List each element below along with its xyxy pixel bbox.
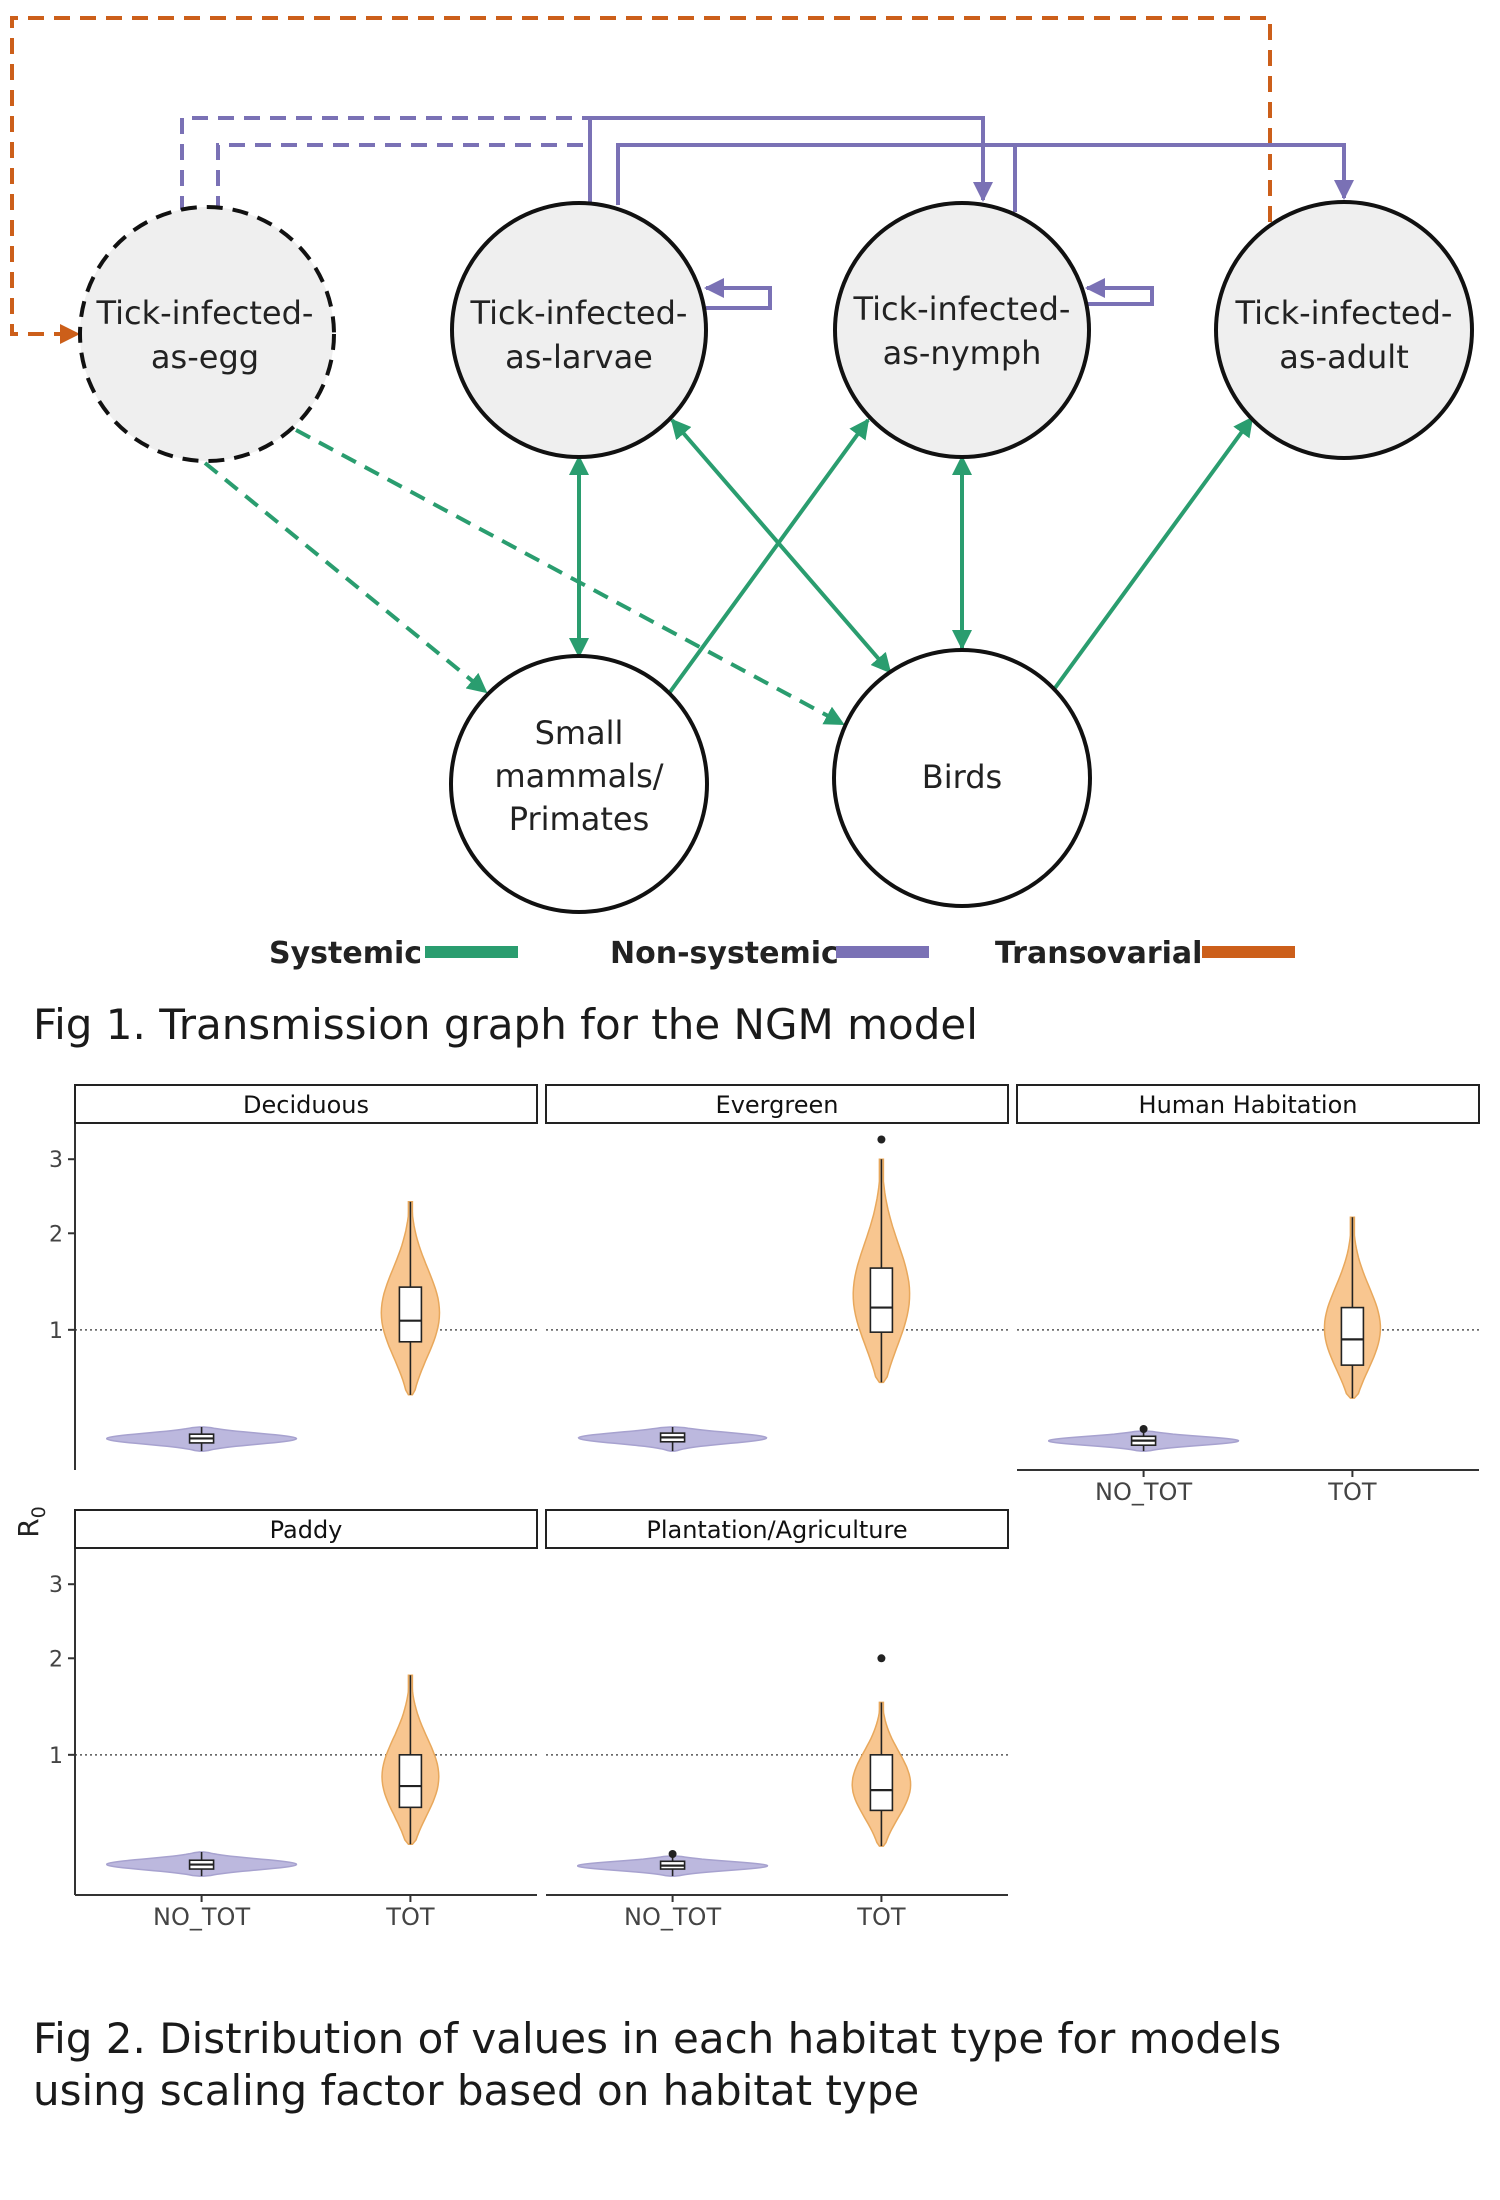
outlier-human-habitation-no-tot-0 bbox=[1139, 1424, 1148, 1433]
node-egg: Tick-infected- as-egg bbox=[78, 205, 336, 463]
node-adult: Tick-infected- as-adult bbox=[1214, 200, 1474, 460]
legend-transovarial-label: Transovarial bbox=[995, 936, 1202, 971]
outlier-plantation-agriculture-tot-0 bbox=[877, 1654, 886, 1663]
figure2-caption-line-1: Fig 2. Distribution of values in each ha… bbox=[33, 2014, 1282, 2063]
edge-nonsys-egg-top-b bbox=[216, 143, 590, 212]
habitat-violin-chart: Deciduous 1 2 3 Evergreen Human HabitationNO_… bbox=[49, 1084, 1480, 1931]
panel-evergreen: Evergreen bbox=[545, 1084, 1009, 1452]
y-tick-label-paddy-2: 2 bbox=[49, 1647, 63, 1672]
panel-title-evergreen: Evergreen bbox=[716, 1091, 839, 1119]
panel-title-paddy: Paddy bbox=[270, 1516, 343, 1544]
edge-sys-birds-to-adult bbox=[1053, 416, 1254, 690]
panel-header-plantation-agriculture bbox=[545, 1509, 1009, 1549]
node-birds-label: Birds bbox=[922, 758, 1002, 796]
panel-header-deciduous bbox=[74, 1084, 538, 1124]
node-larvae-label-1: Tick-infected- bbox=[470, 294, 688, 332]
edge-nonsys-larvae-to-adult bbox=[616, 143, 1354, 205]
node-mammals-label-1: Small bbox=[535, 714, 624, 752]
box-deciduous-tot bbox=[398, 1286, 423, 1343]
panel-title-plantation-agriculture: Plantation/Agriculture bbox=[646, 1516, 907, 1544]
y-tick-label-deciduous-3: 3 bbox=[49, 1148, 63, 1173]
edge-transovarial-adult-to-egg bbox=[10, 16, 1272, 344]
legend-transovarial-swatch bbox=[1202, 946, 1295, 958]
node-egg-label-1: Tick-infected- bbox=[96, 294, 314, 332]
panel-deciduous: Deciduous 1 2 3 bbox=[49, 1084, 538, 1470]
box-human-habitation-tot bbox=[1340, 1306, 1365, 1366]
node-adult-label-2: as-adult bbox=[1279, 338, 1408, 376]
edge-nonsys-nymph-self-loop bbox=[1085, 278, 1154, 306]
panel-header-evergreen bbox=[545, 1084, 1009, 1124]
node-nymph-label-2: as-nymph bbox=[883, 334, 1042, 372]
node-birds: Birds bbox=[832, 648, 1092, 908]
node-mammals-label-2: mammals/ bbox=[494, 757, 663, 795]
panel-title-human-habitation: Human Habitation bbox=[1139, 1091, 1358, 1119]
x-tick-label-human-habitation-0: NO_TOT bbox=[1095, 1478, 1192, 1506]
node-larvae: Tick-infected- as-larvae bbox=[450, 201, 708, 459]
y-tick-label-paddy-3: 3 bbox=[49, 1573, 63, 1598]
outlier-evergreen-tot-0 bbox=[877, 1135, 886, 1144]
node-mammals: Small mammals/ Primates bbox=[449, 654, 709, 914]
panel-header-paddy bbox=[74, 1509, 538, 1549]
legend-nonsystemic-label: Non-systemic bbox=[610, 936, 839, 971]
figure1-caption: Fig 1. Transmission graph for the NGM mo… bbox=[33, 1000, 978, 1049]
panel-paddy: Paddy 1 2 3NO_TOT TOT bbox=[49, 1509, 538, 1931]
edges-systemic bbox=[203, 416, 1254, 726]
node-nymph-label-1: Tick-infected- bbox=[853, 290, 1071, 328]
box-paddy-tot bbox=[398, 1754, 423, 1809]
y-axis-label: R0 bbox=[12, 1506, 50, 1538]
x-tick-label-human-habitation-1: TOT bbox=[1327, 1478, 1377, 1506]
x-tick-label-paddy-1: TOT bbox=[385, 1903, 435, 1931]
edge-nonsys-larvae-self-loop bbox=[704, 278, 772, 310]
edge-nonsys-egg-top-a bbox=[180, 116, 983, 212]
legend-systemic-label: Systemic bbox=[269, 936, 422, 971]
legend: Systemic Non-systemic Transovarial bbox=[269, 936, 1295, 971]
edges-non-systemic bbox=[180, 116, 1354, 310]
legend-systemic-swatch bbox=[425, 946, 518, 958]
panel-header-human-habitation bbox=[1016, 1084, 1480, 1124]
x-tick-label-plantation-agriculture-1: TOT bbox=[856, 1903, 906, 1931]
panel-title-deciduous: Deciduous bbox=[243, 1091, 369, 1119]
node-egg-label-2: as-egg bbox=[151, 338, 259, 376]
figure2-caption: Fig 2. Distribution of values in each ha… bbox=[33, 2013, 1433, 2117]
x-tick-label-paddy-0: NO_TOT bbox=[153, 1903, 250, 1931]
legend-nonsystemic-swatch bbox=[836, 946, 929, 958]
node-mammals-label-3: Primates bbox=[509, 800, 649, 838]
edge-sys-larvae-birds bbox=[670, 418, 892, 674]
box-evergreen-tot bbox=[869, 1267, 894, 1333]
box-plantation-agriculture-tot bbox=[869, 1754, 894, 1812]
node-nymph: Tick-infected- as-nymph bbox=[833, 201, 1091, 459]
node-larvae-label-2: as-larvae bbox=[505, 338, 653, 376]
node-adult-label-1: Tick-infected- bbox=[1235, 294, 1453, 332]
edge-sys-mammals-to-nymph bbox=[668, 418, 870, 694]
transmission-graph: Tick-infected- as-egg Tick-infected- as-… bbox=[10, 16, 1474, 971]
figure2-caption-line-2: using scaling factor based on habitat ty… bbox=[33, 2066, 920, 2115]
y-axis-label-subscript: 0 bbox=[28, 1506, 50, 1518]
edge-sys-egg-to-mammals bbox=[203, 461, 488, 694]
y-tick-label-paddy-1: 1 bbox=[49, 1744, 63, 1769]
outlier-plantation-agriculture-no-tot-0 bbox=[668, 1849, 677, 1858]
y-tick-label-deciduous-2: 2 bbox=[49, 1222, 63, 1247]
x-tick-label-plantation-agriculture-0: NO_TOT bbox=[624, 1903, 721, 1931]
y-tick-label-deciduous-1: 1 bbox=[49, 1319, 63, 1344]
edge-nonsys-larvae-to-nymph bbox=[588, 116, 993, 205]
